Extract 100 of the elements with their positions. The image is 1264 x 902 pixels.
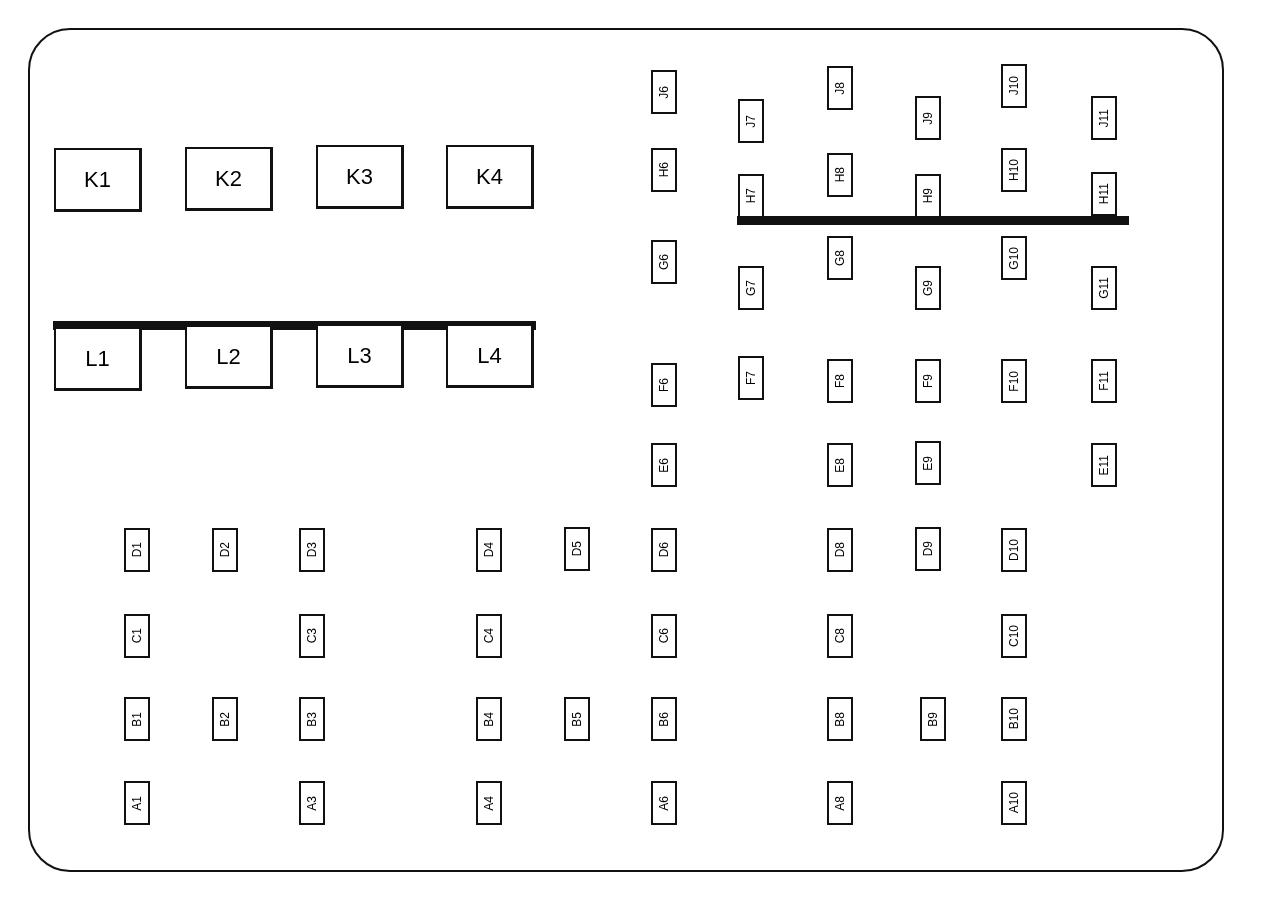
fuse-label: B2 (219, 711, 231, 727)
relay-label: K1 (84, 166, 111, 193)
fuse-label: J6 (658, 85, 670, 99)
fuse-label: D5 (571, 541, 583, 557)
fuse-slot (738, 99, 764, 143)
fuse-slot (1001, 697, 1027, 741)
fuse-label: C1 (131, 628, 143, 644)
fuse-slot (738, 174, 764, 218)
fuse-label: C10 (1008, 625, 1020, 647)
fuse-label: H8 (834, 167, 846, 183)
fuse-label: G7 (745, 280, 757, 296)
fuse-label: D9 (922, 541, 934, 557)
relay-label: L3 (347, 342, 372, 369)
fuse-label: A8 (834, 795, 846, 811)
fuse-slot (915, 266, 941, 310)
fuse-label: A6 (658, 795, 670, 811)
fuse-label: D1 (131, 542, 143, 558)
fuse-slot (1091, 266, 1117, 310)
fuse-slot (827, 528, 853, 572)
fuse-slot (1091, 96, 1117, 140)
fuse-slot (915, 174, 941, 218)
fuse-label: J7 (745, 114, 757, 128)
fuse-label: E6 (658, 457, 670, 473)
fuse-label: H9 (922, 188, 934, 204)
fuse-label: F10 (1008, 370, 1020, 392)
fuse-slot (827, 697, 853, 741)
fuse-label: E8 (834, 457, 846, 473)
fuse-label: A4 (483, 795, 495, 811)
fuse-slot (915, 96, 941, 140)
fuse-label: G10 (1008, 246, 1020, 270)
relay-slot (54, 148, 142, 212)
fuse-slot (476, 697, 502, 741)
fuse-slot (915, 441, 941, 485)
fuse-slot (915, 359, 941, 403)
fuse-label: B6 (658, 711, 670, 727)
fuse-slot (651, 240, 677, 284)
fuse-slot (1091, 359, 1117, 403)
relay-slot (316, 145, 404, 209)
fuse-label: C8 (834, 628, 846, 644)
fuse-label: C4 (483, 628, 495, 644)
fuse-label: H7 (745, 188, 757, 204)
fuse-label: E9 (922, 455, 934, 471)
fuse-slot (564, 527, 590, 571)
fuse-label: D2 (219, 542, 231, 558)
fuse-slot (476, 614, 502, 658)
fuse-label: H10 (1008, 159, 1020, 181)
fuse-slot (1091, 443, 1117, 487)
relay-label: L1 (85, 345, 110, 372)
fuse-slot (299, 781, 325, 825)
fuse-slot (915, 527, 941, 571)
relay-slot (185, 147, 273, 211)
relay-slot (54, 327, 142, 391)
relay-label: K4 (476, 163, 503, 190)
fuse-label: D6 (658, 542, 670, 558)
fuse-label: B9 (927, 711, 939, 727)
fuse-label: A3 (306, 795, 318, 811)
relay-label: L4 (477, 342, 502, 369)
relay-slot (446, 324, 534, 388)
fuse-slot (299, 614, 325, 658)
fuse-label: B10 (1008, 708, 1020, 730)
fuse-slot (827, 66, 853, 110)
fuse-label: J8 (834, 81, 846, 95)
fuse-slot (651, 363, 677, 407)
fuse-label: F9 (922, 374, 934, 388)
fuse-slot (827, 443, 853, 487)
relay-slot (185, 325, 273, 389)
fuse-slot (124, 781, 150, 825)
fuse-label: A10 (1008, 792, 1020, 814)
fuse-label: G8 (834, 250, 846, 266)
fuse-slot (651, 528, 677, 572)
fuse-label: H11 (1098, 183, 1110, 205)
fuse-label: B3 (306, 711, 318, 727)
fuse-slot (299, 528, 325, 572)
fuse-label: G6 (658, 254, 670, 270)
fuse-slot (1001, 528, 1027, 572)
fuse-label: D4 (483, 542, 495, 558)
fuse-slot (1001, 64, 1027, 108)
fuse-slot (299, 697, 325, 741)
relay-slot (316, 324, 404, 388)
fuse-slot (124, 528, 150, 572)
relay-label: L2 (216, 343, 241, 370)
fuse-slot (827, 614, 853, 658)
fuse-label: E11 (1098, 454, 1110, 476)
fuse-slot (738, 356, 764, 400)
fuse-label: F11 (1098, 371, 1110, 391)
fuse-slot (920, 697, 946, 741)
fuse-label: B4 (483, 711, 495, 727)
fuse-label: G9 (922, 280, 934, 296)
fuse-label: D10 (1008, 539, 1020, 561)
relay-label: K3 (346, 163, 373, 190)
fuse-label: J10 (1008, 76, 1020, 96)
fuse-slot (651, 697, 677, 741)
fuse-slot (1001, 781, 1027, 825)
fuse-slot (1001, 236, 1027, 280)
fuse-slot (1001, 614, 1027, 658)
fuse-label: F6 (658, 378, 670, 392)
fuse-slot (651, 614, 677, 658)
relay-label: K2 (215, 165, 242, 192)
fuse-slot (827, 359, 853, 403)
fuse-label: B5 (571, 711, 583, 727)
